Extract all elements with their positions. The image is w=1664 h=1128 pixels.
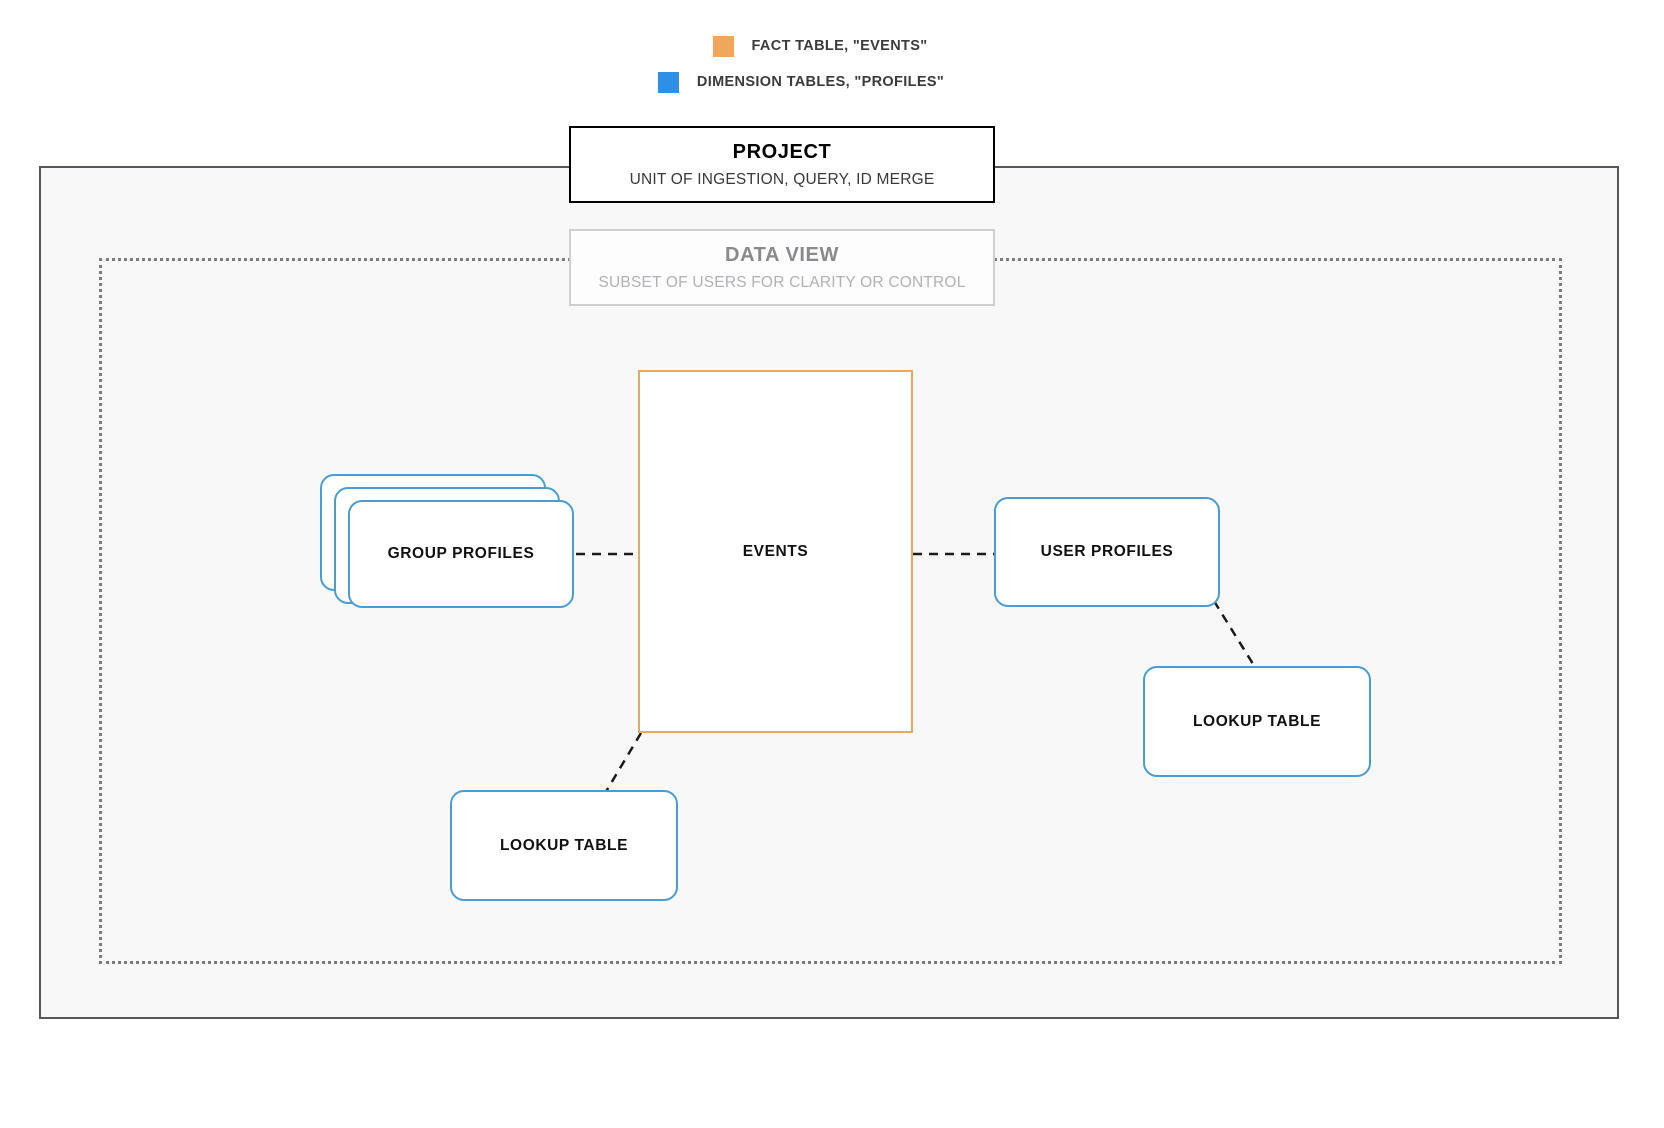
node-events: EVENTS bbox=[638, 370, 913, 733]
node-user-profiles-label: USER PROFILES bbox=[1040, 543, 1174, 560]
node-lookup-table-right: LOOKUP TABLE bbox=[1143, 666, 1371, 777]
legend: FACT TABLE, "EVENTS" DIMENSION TABLES, "… bbox=[0, 28, 1664, 100]
node-lookup-table-right-label: LOOKUP TABLE bbox=[1192, 712, 1322, 730]
data-view-subtitle: SUBSET OF USERS FOR CLARITY OR CONTROL bbox=[598, 273, 966, 291]
legend-item-dimension-tables: DIMENSION TABLES, "PROFILES" bbox=[0, 64, 1664, 100]
legend-label-dimension-tables: DIMENSION TABLES, "PROFILES" bbox=[696, 74, 945, 90]
legend-item-fact-table: FACT TABLE, "EVENTS" bbox=[0, 28, 1664, 64]
node-events-label: EVENTS bbox=[742, 542, 809, 560]
project-title: PROJECT bbox=[732, 140, 832, 163]
data-view-label-box: DATA VIEW SUBSET OF USERS FOR CLARITY OR… bbox=[569, 229, 995, 306]
dimension-tables-swatch bbox=[657, 71, 679, 93]
node-group-profiles-label: GROUP PROFILES bbox=[387, 545, 535, 562]
fact-table-swatch bbox=[712, 35, 734, 57]
node-user-profiles: USER PROFILES bbox=[994, 497, 1220, 607]
legend-label-fact-table: FACT TABLE, "EVENTS" bbox=[751, 38, 928, 54]
node-lookup-table-left-label: LOOKUP TABLE bbox=[499, 836, 629, 854]
node-lookup-table-left: LOOKUP TABLE bbox=[450, 790, 678, 901]
project-subtitle: UNIT OF INGESTION, QUERY, ID MERGE bbox=[629, 170, 935, 188]
project-label-box: PROJECT UNIT OF INGESTION, QUERY, ID MER… bbox=[569, 126, 995, 203]
data-view-title: DATA VIEW bbox=[725, 243, 839, 266]
node-group-profiles: GROUP PROFILES bbox=[348, 500, 574, 608]
